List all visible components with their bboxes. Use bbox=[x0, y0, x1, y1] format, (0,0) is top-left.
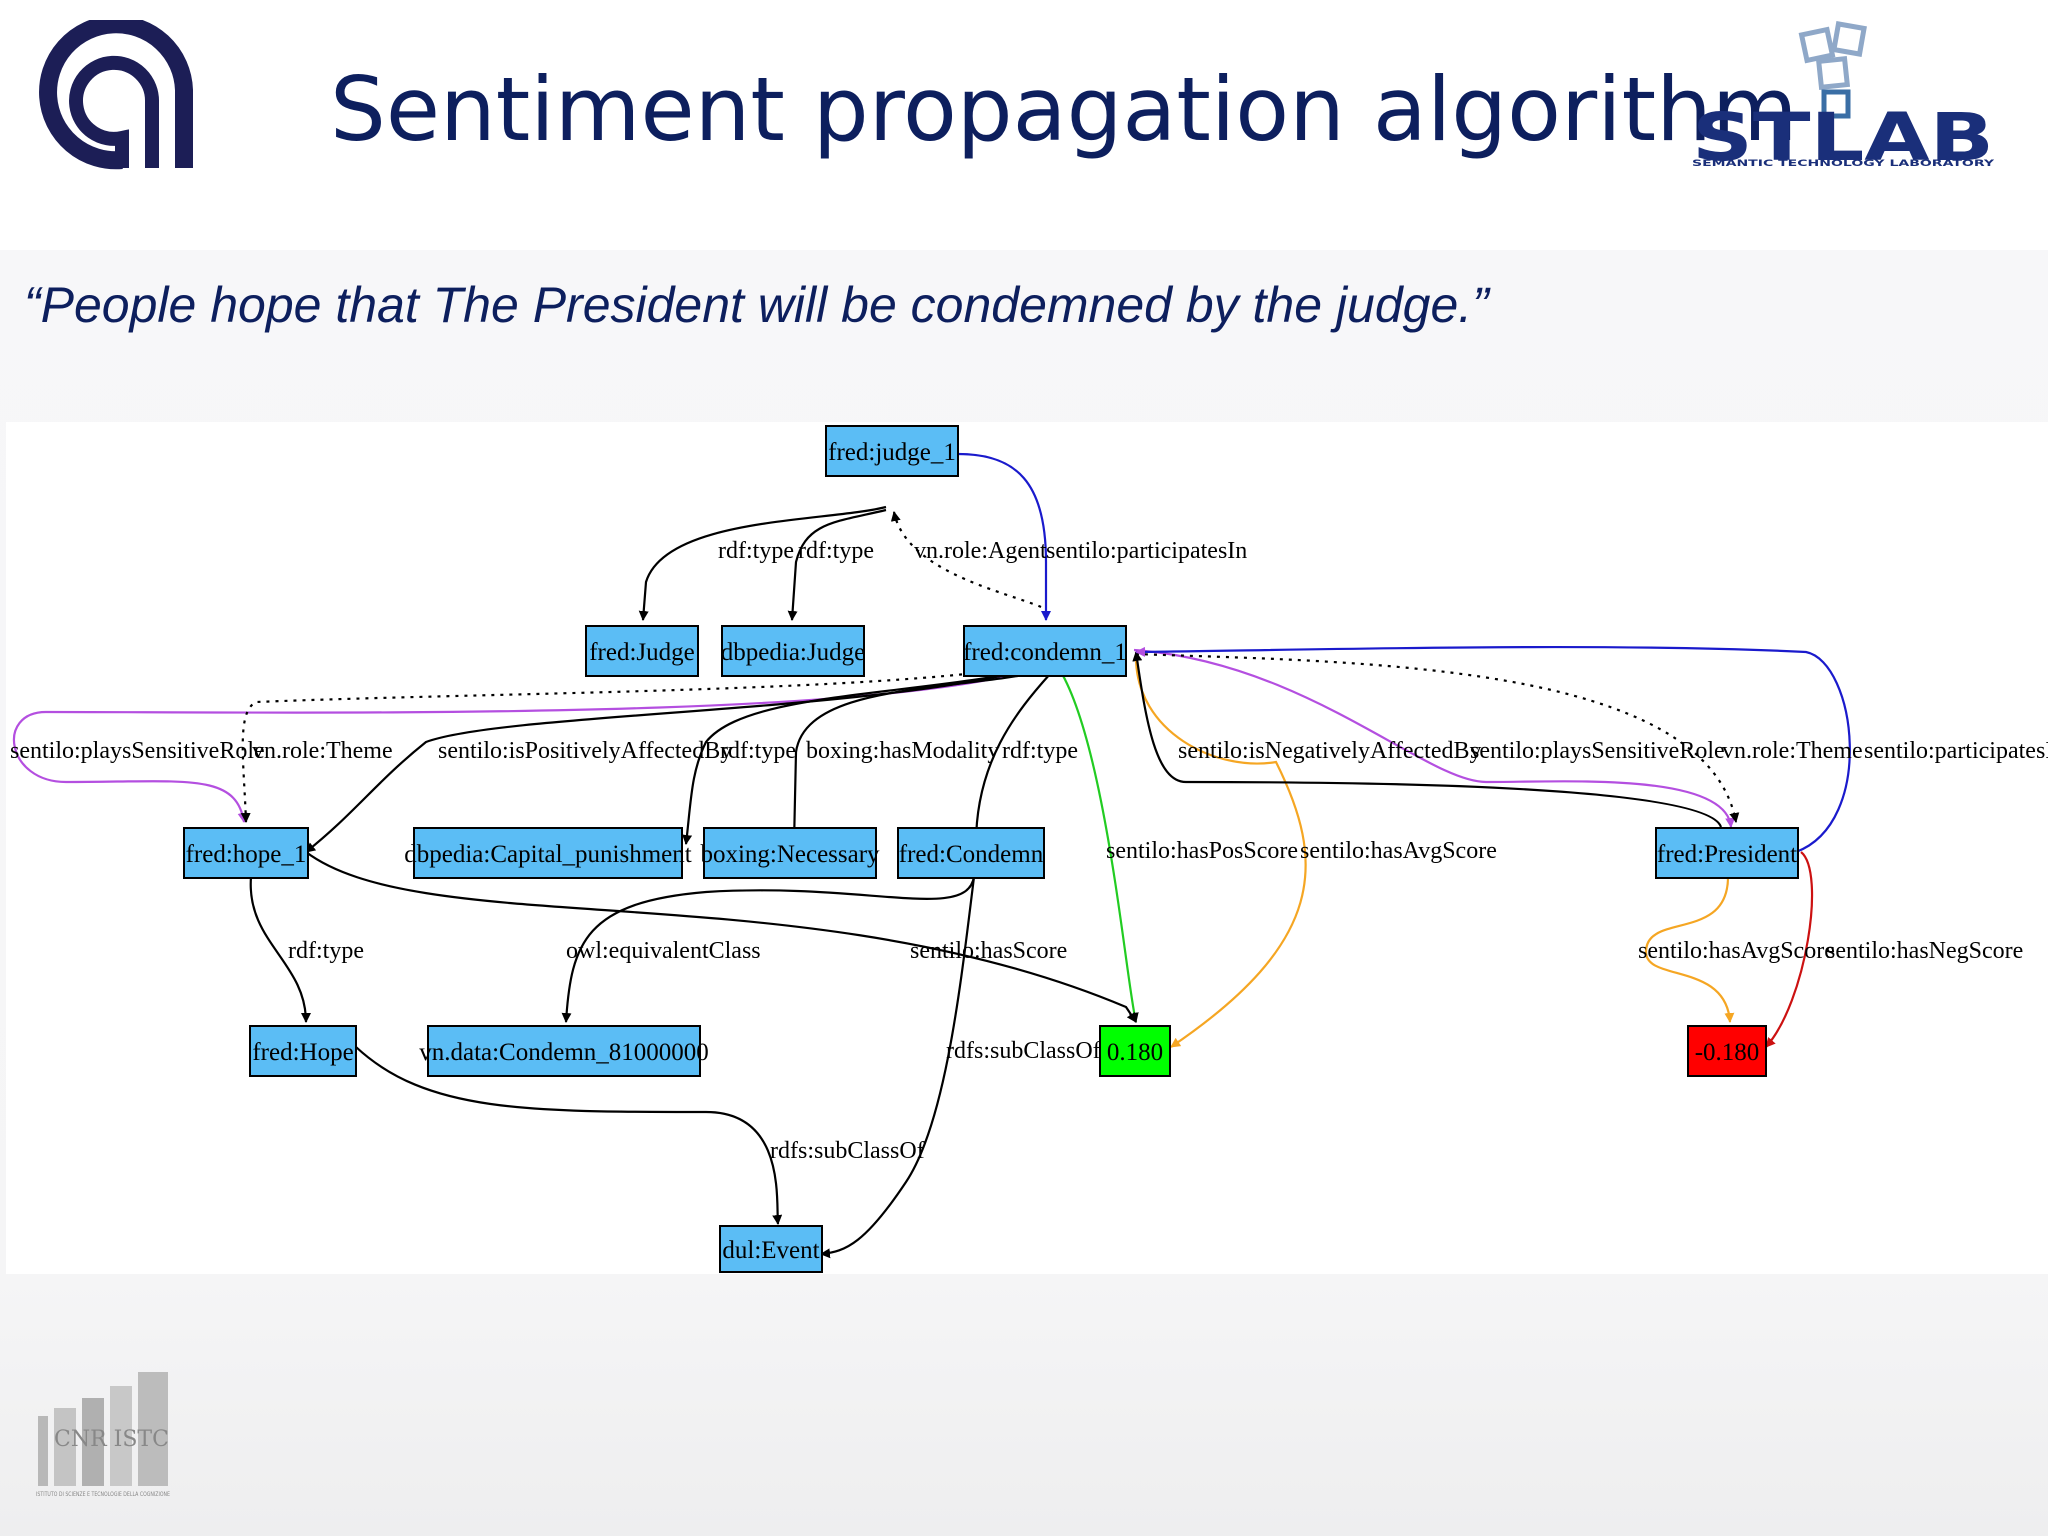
edge-equivalent-class bbox=[561, 876, 976, 1023]
label-pos-score: sentilo:hasPosScore bbox=[1106, 838, 1298, 864]
node-vn-condemn-label: vn.data:Condemn_81000000 bbox=[419, 1039, 709, 1066]
node-score-positive: 0.180 bbox=[1099, 1025, 1171, 1077]
label-equivalent: owl:equivalentClass bbox=[566, 938, 761, 964]
label-rdftype-3: rdf:type bbox=[720, 738, 796, 764]
node-capital-punishment-label: dbpedia:Capital_punishment bbox=[404, 841, 692, 868]
istc-mark: CNR ISTC bbox=[54, 1427, 169, 1452]
node-event: dul:Event bbox=[719, 1225, 823, 1273]
edge-modality bbox=[789, 668, 1049, 845]
label-plays-role-1: sentilo:playsSensitiveRole bbox=[10, 738, 265, 764]
label-agent: vn.role:Agent bbox=[914, 538, 1047, 564]
node-president: fred:President bbox=[1655, 827, 1799, 879]
node-hope-1: fred:hope_1 bbox=[183, 827, 309, 879]
node-president-label: fred:President bbox=[1657, 841, 1797, 868]
label-participates-1: sentilo:participatesIn bbox=[1046, 538, 1247, 564]
edge-neg-score bbox=[1765, 851, 1814, 1048]
edge-theme-hope bbox=[240, 660, 1052, 823]
node-judge-label: fred:Judge bbox=[589, 639, 695, 666]
label-avg-score-2: sentilo:hasAvgScore bbox=[1638, 938, 1835, 964]
label-has-score: sentilo:hasScore bbox=[910, 938, 1067, 964]
node-score-positive-label: 0.180 bbox=[1107, 1039, 1163, 1066]
graph-canvas: rdf:type rdf:type vn.role:Agent sentilo:… bbox=[10, 425, 2048, 1273]
label-rdftype-4: rdf:type bbox=[1002, 738, 1078, 764]
node-judge-1-label: fred:judge_1 bbox=[828, 439, 956, 466]
node-hope-label: fred:Hope bbox=[252, 1039, 353, 1066]
stlab-logo: STLAB SEMANTIC TECHNOLOGY LABORATORY bbox=[1692, 21, 1995, 174]
label-theme-1: vn.role:Theme bbox=[252, 738, 393, 764]
edge-pos-score bbox=[1057, 666, 1139, 1023]
edge-judge-rdftype bbox=[638, 505, 887, 621]
label-rdftype-2: rdf:type bbox=[798, 538, 874, 564]
label-modality: boxing:hasModality bbox=[806, 738, 999, 764]
edge-participates-president bbox=[1135, 645, 1851, 854]
node-judge: fred:Judge bbox=[585, 625, 699, 677]
node-condemn-1-label: fred:condemn_1 bbox=[963, 639, 1127, 666]
label-plays-role-2: sentilo:playsSensitiveRole bbox=[1470, 738, 1725, 764]
edge-subclass-condemn bbox=[820, 876, 976, 1259]
istc-logo: CNR ISTC ISTITUTO DI SCIENZE E TECNOLOGI… bbox=[36, 1372, 170, 1498]
edge-plays-role-president bbox=[1133, 648, 1736, 828]
node-vn-condemn: vn.data:Condemn_81000000 bbox=[419, 1025, 709, 1077]
label-theme-2: vn.role:Theme bbox=[1722, 738, 1863, 764]
label-participates-2: sentilo:participatesIn bbox=[1864, 738, 2048, 764]
sentiment-graph: rdf:type rdf:type vn.role:Agent sentilo:… bbox=[6, 422, 2048, 1274]
label-subclass-2: rdfs:subClassOf bbox=[770, 1138, 925, 1164]
slide-title: Sentiment propagation algorithm bbox=[330, 58, 1798, 161]
stlab-subtitle: SEMANTIC TECHNOLOGY LABORATORY bbox=[1692, 159, 1995, 169]
node-necessary: boxing:Necessary bbox=[700, 827, 880, 879]
label-pos-affected: sentilo:isPositivelyAffectedBy bbox=[438, 738, 732, 764]
node-capital-punishment: dbpedia:Capital_punishment bbox=[404, 827, 692, 879]
label-avg-score-1: sentilo:hasAvgScore bbox=[1300, 838, 1497, 864]
edge-rdftype-hope bbox=[249, 876, 311, 1023]
label-rdftype-1: rdf:type bbox=[718, 538, 794, 564]
cnr-logo bbox=[39, 20, 193, 170]
label-rdftype-5: rdf:type bbox=[288, 938, 364, 964]
node-hope: fred:Hope bbox=[249, 1025, 357, 1077]
node-hope-1-label: fred:hope_1 bbox=[186, 841, 307, 868]
node-dbpedia-judge-label: dbpedia:Judge bbox=[721, 639, 865, 666]
node-judge-1: fred:judge_1 bbox=[825, 425, 959, 477]
node-dbpedia-judge: dbpedia:Judge bbox=[721, 625, 865, 677]
node-score-negative: -0.180 bbox=[1687, 1025, 1767, 1077]
edge-negatively-affected bbox=[1132, 651, 1723, 828]
label-neg-affected: sentilo:isNegativelyAffectedBy bbox=[1178, 738, 1481, 764]
edge-avg-score-president bbox=[1644, 876, 1735, 1023]
edge-rdftype-condemn bbox=[971, 673, 1051, 845]
example-sentence: “People hope that The President will be … bbox=[24, 277, 1489, 333]
node-event-label: dul:Event bbox=[722, 1237, 819, 1264]
edge-capital-punishment bbox=[682, 665, 1049, 845]
edge-has-score bbox=[305, 851, 1137, 1023]
stlab-name: STLAB bbox=[1692, 99, 1994, 174]
edge-subclass-hope bbox=[355, 1046, 783, 1225]
edge-dbpediajudge-rdftype bbox=[787, 508, 887, 621]
edge-participates-judge bbox=[957, 452, 1051, 621]
edge-plays-role-hope bbox=[12, 660, 1057, 823]
edge-theme-president bbox=[1135, 652, 1740, 823]
label-neg-score: sentilo:hasNegScore bbox=[1826, 938, 2023, 964]
node-condemn: fred:Condemn bbox=[897, 827, 1045, 879]
istc-caption: ISTITUTO DI SCIENZE E TECNOLOGIE DELLA C… bbox=[36, 1491, 170, 1498]
node-condemn-label: fred:Condemn bbox=[899, 841, 1044, 868]
node-necessary-label: boxing:Necessary bbox=[700, 841, 880, 868]
edge-avg-score-condemn bbox=[1134, 656, 1307, 1048]
node-condemn-1: fred:condemn_1 bbox=[963, 625, 1127, 677]
label-subclass-1: rdfs:subClassOf bbox=[946, 1038, 1101, 1064]
node-score-negative-label: -0.180 bbox=[1695, 1039, 1760, 1066]
